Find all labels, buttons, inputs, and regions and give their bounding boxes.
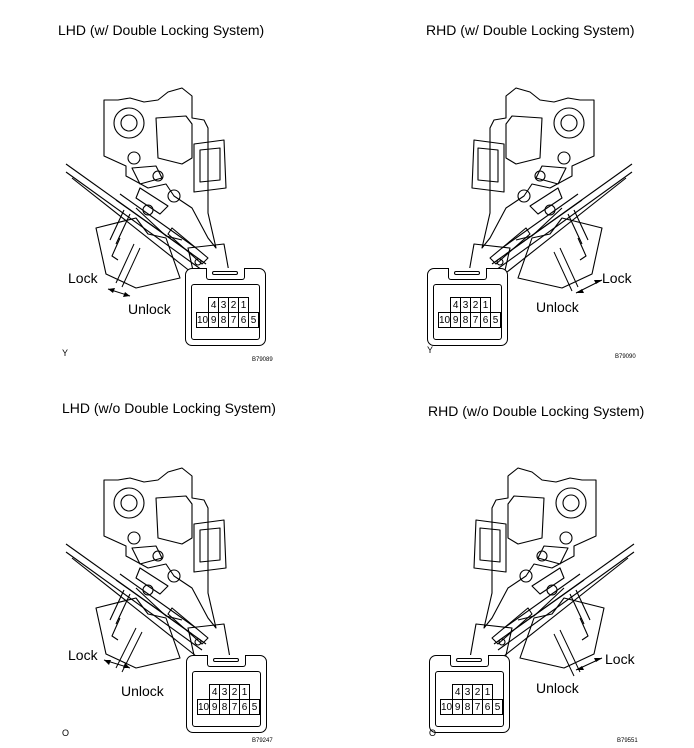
panel-title: LHD (w/o Double Locking System) [62, 400, 276, 416]
corner-mark: O [62, 728, 70, 738]
figure-code: B79247 [252, 738, 273, 744]
panel-title: RHD (w/ Double Locking System) [426, 22, 635, 38]
pin-4: 4 [452, 684, 464, 700]
unlock-label: Unlock [536, 299, 579, 315]
pin-5: 5 [492, 699, 503, 715]
unlock-label: Unlock [121, 683, 164, 699]
unlock-label: Unlock [536, 680, 579, 696]
connector-latch [207, 655, 246, 667]
pin-7: 7 [472, 699, 484, 715]
pin-1: 1 [482, 684, 493, 700]
connector-latch [450, 655, 489, 667]
lock-label: Lock [605, 651, 635, 667]
pin-5: 5 [248, 312, 259, 328]
lock-label: Lock [602, 270, 632, 286]
pin-5: 5 [249, 699, 260, 715]
panel-title: LHD (w/ Double Locking System) [58, 22, 265, 38]
pin-5: 5 [490, 312, 501, 328]
pin-2: 2 [472, 684, 484, 700]
connector-latch [448, 268, 487, 280]
pin-10: 10 [195, 312, 210, 328]
figure-code: B79089 [252, 357, 273, 363]
figure-code: B79090 [615, 354, 636, 360]
pin-10: 10 [196, 699, 211, 715]
corner-mark: Y [62, 348, 69, 358]
figure-code: B79551 [617, 738, 638, 744]
pin-8: 8 [462, 699, 474, 715]
pin-9: 9 [452, 699, 464, 715]
panel-title: RHD (w/o Double Locking System) [428, 403, 645, 419]
pin-6: 6 [482, 699, 493, 715]
pin-10: 10 [437, 312, 452, 328]
lock-label: Lock [68, 647, 98, 663]
pin-10: 10 [439, 699, 454, 715]
pin-3: 3 [462, 684, 474, 700]
connector-latch [206, 268, 245, 280]
lock-label: Lock [68, 270, 98, 286]
unlock-label: Unlock [128, 301, 171, 317]
corner-mark: Y [427, 345, 434, 355]
corner-mark: O [429, 728, 437, 738]
